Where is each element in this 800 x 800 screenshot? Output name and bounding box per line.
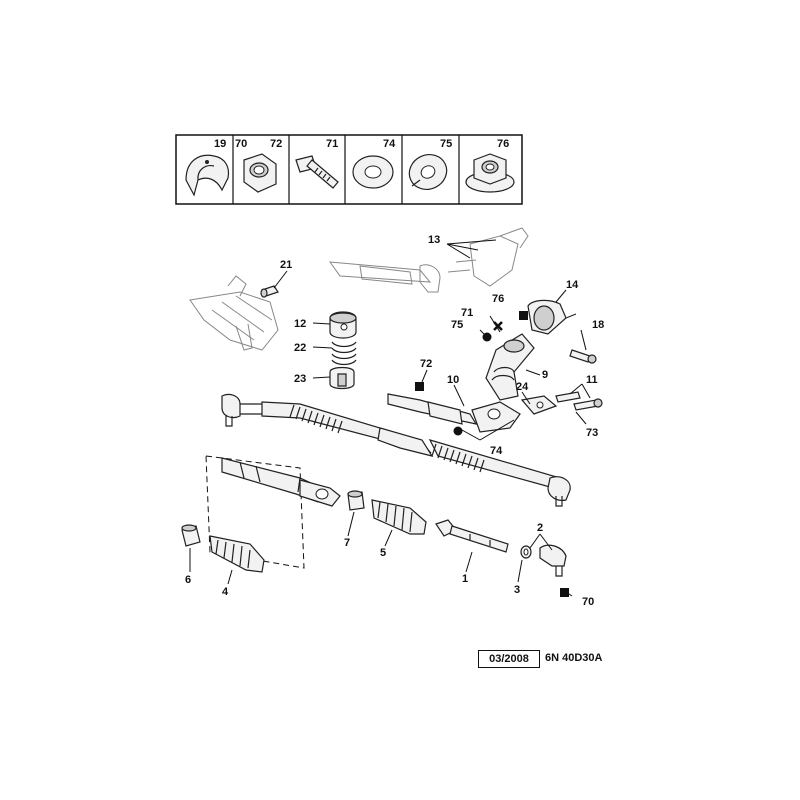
callout-7: 7 bbox=[344, 537, 350, 549]
circle-mark-74 bbox=[453, 426, 463, 436]
circle-mark-75 bbox=[482, 332, 492, 342]
callout-1: 1 bbox=[462, 573, 468, 585]
bushing-6 bbox=[181, 524, 201, 547]
callout-2: 2 bbox=[537, 522, 543, 534]
callout-76: 76 bbox=[492, 293, 504, 305]
marker-symbols bbox=[415, 311, 569, 597]
locknut-3 bbox=[520, 545, 532, 559]
ghost-steering-box-sketch bbox=[189, 275, 279, 351]
callout-12: 12 bbox=[294, 318, 306, 330]
valve-unit bbox=[485, 333, 535, 401]
callout-10: 10 bbox=[447, 374, 459, 386]
square-mark-72 bbox=[415, 382, 424, 391]
legend-code-75: 75 bbox=[440, 138, 452, 150]
callout-75: 75 bbox=[451, 319, 463, 331]
plunger-stack bbox=[329, 311, 357, 390]
feed-tube bbox=[387, 393, 521, 433]
callout-73: 73 bbox=[586, 427, 598, 439]
callout-22: 22 bbox=[294, 342, 306, 354]
legend-code-72: 72 bbox=[270, 138, 282, 150]
rack-housing bbox=[221, 393, 571, 507]
callout-72: 72 bbox=[420, 358, 432, 370]
callout-6: 6 bbox=[185, 574, 191, 586]
callout-11: 11 bbox=[586, 374, 598, 386]
flat-washer-icon bbox=[352, 155, 394, 189]
hex-nut-icon bbox=[243, 153, 277, 193]
square-mark-76 bbox=[519, 311, 528, 320]
callout-70: 70 bbox=[582, 596, 594, 608]
spring-washer-icon bbox=[408, 154, 448, 190]
drawing-date: 03/2008 bbox=[478, 650, 540, 668]
callout-4: 4 bbox=[222, 586, 229, 598]
callout-5: 5 bbox=[380, 547, 386, 559]
legend-code-76: 76 bbox=[497, 138, 509, 150]
legend-table: 19 70 72 71 74 75 76 bbox=[175, 134, 523, 205]
callout-21: 21 bbox=[280, 259, 292, 271]
half-collar-icon bbox=[185, 154, 230, 197]
boot-5 bbox=[371, 499, 427, 535]
callout-18: 18 bbox=[592, 319, 604, 331]
callout-9: 9 bbox=[542, 369, 548, 381]
tie-rod-end-2 bbox=[539, 544, 567, 577]
bolt-18 bbox=[569, 349, 597, 364]
legend-code-74: 74 bbox=[383, 138, 396, 150]
callout-74: 74 bbox=[490, 445, 503, 457]
callout-3: 3 bbox=[514, 584, 520, 596]
adjuster-screw bbox=[260, 285, 279, 298]
bushing-7 bbox=[347, 490, 365, 511]
bracket-14 bbox=[527, 299, 577, 335]
legend-code-19: 19 bbox=[214, 138, 226, 150]
ghost-column-sketch bbox=[328, 227, 529, 293]
cross-mark-71 bbox=[493, 321, 503, 331]
tie-rod-1 bbox=[435, 519, 509, 553]
legend-code-71: 71 bbox=[326, 138, 338, 150]
clamp-24 bbox=[520, 391, 603, 415]
flange-nut-icon bbox=[465, 153, 515, 193]
callout-71: 71 bbox=[461, 307, 473, 319]
callout-14: 14 bbox=[566, 279, 579, 291]
callout-labels: 13 14 21 76 71 75 18 12 22 23 72 10 9 24… bbox=[185, 234, 604, 608]
square-mark-70 bbox=[560, 588, 569, 597]
hex-bolt-icon bbox=[295, 155, 339, 189]
callout-13: 13 bbox=[428, 234, 440, 246]
leader-lines bbox=[189, 239, 591, 597]
legend-code-70: 70 bbox=[235, 138, 247, 150]
inset-assembly bbox=[205, 455, 341, 569]
callout-24: 24 bbox=[516, 381, 529, 393]
boot-4 bbox=[209, 535, 265, 573]
callout-23: 23 bbox=[294, 373, 306, 385]
drawing-reference: 6N 40D30A bbox=[545, 652, 603, 664]
